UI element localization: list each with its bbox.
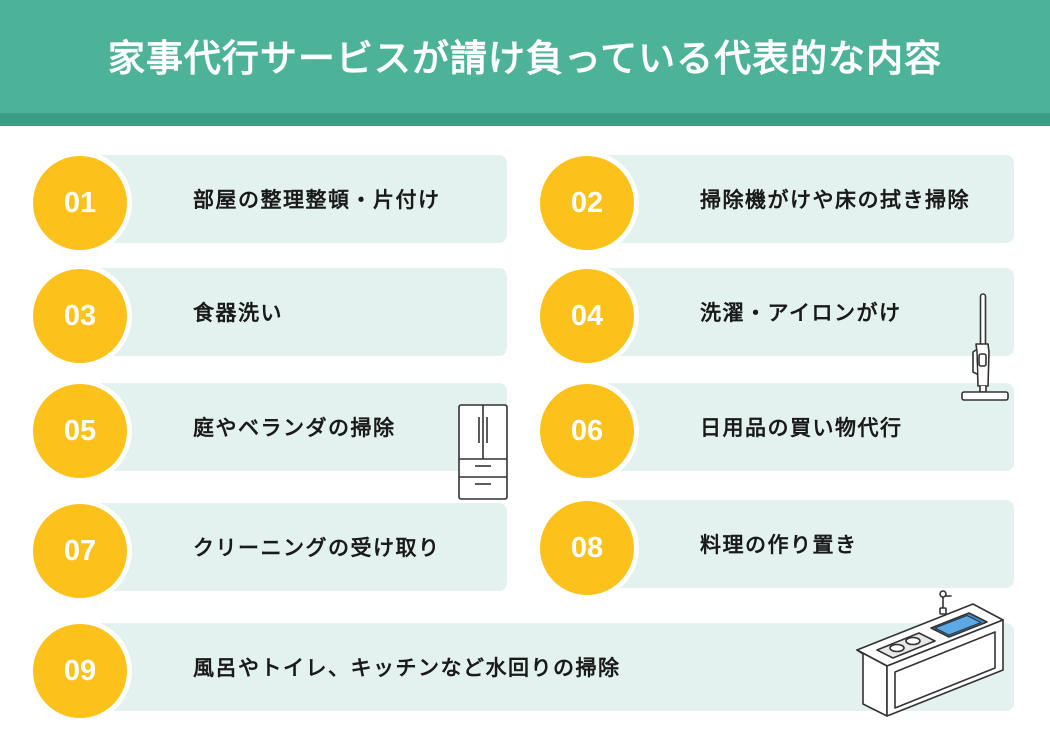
header-divider (0, 113, 1050, 126)
list-item: クリーニングの受け取り (75, 503, 507, 591)
item-number-badge: 05 (28, 379, 132, 483)
item-label: 風呂やトイレ、キッチンなど水回りの掃除 (193, 656, 621, 680)
refrigerator-icon (458, 404, 508, 500)
list-item: 洗濯・アイロンがけ (582, 268, 1014, 356)
list-item: 庭やベランダの掃除 (75, 383, 507, 471)
item-number-badge: 09 (28, 619, 132, 723)
list-item: 食器洗い (75, 268, 507, 356)
item-number-badge: 02 (535, 151, 639, 255)
item-number-badge: 06 (535, 379, 639, 483)
item-label: 部屋の整理整頓・片付け (193, 188, 441, 212)
list-item: 部屋の整理整頓・片付け (75, 155, 507, 243)
item-label: 庭やベランダの掃除 (193, 416, 396, 440)
item-label: 食器洗い (193, 301, 283, 325)
header-banner: 家事代行サービスが請け負っている代表的な内容 (0, 0, 1050, 113)
item-label: 洗濯・アイロンがけ (700, 301, 902, 325)
list-item: 掃除機がけや床の拭き掃除 (582, 155, 1014, 243)
page-title: 家事代行サービスが請け負っている代表的な内容 (107, 36, 943, 80)
item-label: 日用品の買い物代行 (700, 416, 903, 440)
item-label: クリーニングの受け取り (193, 536, 441, 560)
list-item: 料理の作り置き (582, 500, 1014, 588)
item-number-badge: 08 (535, 496, 639, 600)
list-item: 日用品の買い物代行 (582, 383, 1014, 471)
item-number-badge: 03 (28, 264, 132, 368)
stick-vacuum-icon (961, 293, 1009, 401)
item-number-badge: 07 (28, 499, 132, 603)
item-number-badge: 04 (535, 264, 639, 368)
item-label: 料理の作り置き (700, 533, 858, 557)
list-item: 風呂やトイレ、キッチンなど水回りの掃除 (75, 623, 1014, 711)
kitchen-counter-icon (856, 590, 1004, 717)
item-number-badge: 01 (28, 151, 132, 255)
item-label: 掃除機がけや床の拭き掃除 (700, 188, 970, 212)
